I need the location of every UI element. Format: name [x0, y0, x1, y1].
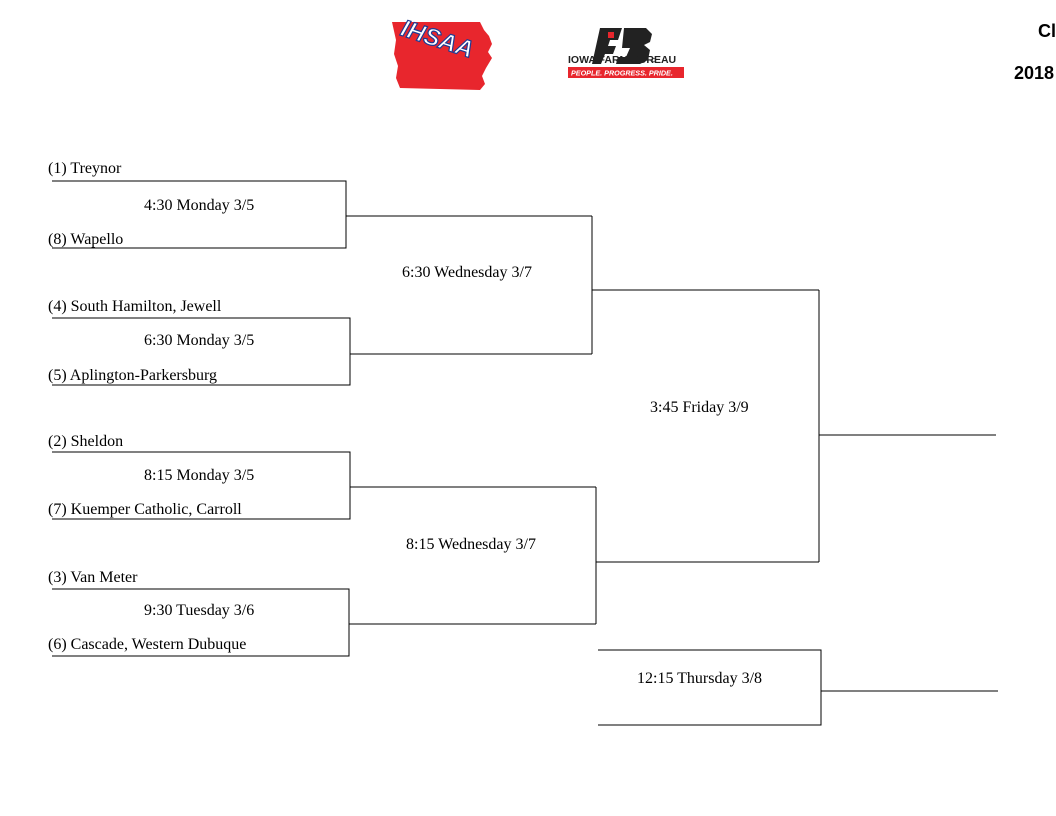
year-fragment: 2018: [1014, 63, 1055, 83]
team-slot-5: (2) Sheldon: [48, 433, 124, 450]
page-title-fragment: Cl: [1038, 21, 1056, 41]
bracket-game2: [52, 317, 351, 386]
bracket-game4: [52, 588, 350, 657]
game-time-semi-2: 8:15 Wednesday 3/7: [406, 536, 536, 553]
game-time-consolation: 12:15 Thursday 3/8: [637, 670, 763, 687]
game-time-semi-1: 6:30 Wednesday 3/7: [402, 264, 532, 281]
game-time-final: 3:45 Friday 3/9: [650, 399, 749, 416]
game-time-r1-4: 9:30 Tuesday 3/6: [144, 602, 255, 619]
fb-monogram-icon: [592, 28, 656, 64]
ihsaa-logo: IHSAA: [388, 14, 498, 94]
farm-bureau-logo: IOWA FARM BUREAU PEOPLE. PROGRESS. PRIDE…: [566, 24, 688, 80]
team-slot-1: (1) Treynor: [48, 160, 122, 177]
farm-bureau-name: IOWA FARM BUREAU: [568, 54, 676, 66]
game-time-r1-1: 4:30 Monday 3/5: [144, 197, 255, 214]
game-time-r1-3: 8:15 Monday 3/5: [144, 467, 255, 484]
team-slot-3: (4) South Hamilton, Jewell: [48, 298, 222, 315]
farm-bureau-tagline: PEOPLE. PROGRESS. PRIDE.: [571, 69, 673, 78]
team-slot-2: (8) Wapello: [48, 231, 124, 248]
bracket-consolation: [598, 649, 822, 726]
bracket-game1: [52, 180, 347, 249]
game-time-r1-2: 6:30 Monday 3/5: [144, 332, 255, 349]
team-slot-7: (3) Van Meter: [48, 569, 138, 586]
team-slot-4: (5) Aplington-Parkersburg: [48, 367, 218, 384]
iowa-state-map-icon: IHSAA: [392, 14, 492, 90]
team-slot-8: (6) Cascade, Western Dubuque: [48, 636, 247, 653]
team-slot-6: (7) Kuemper Catholic, Carroll: [48, 501, 242, 518]
bracket-game3: [52, 451, 351, 520]
